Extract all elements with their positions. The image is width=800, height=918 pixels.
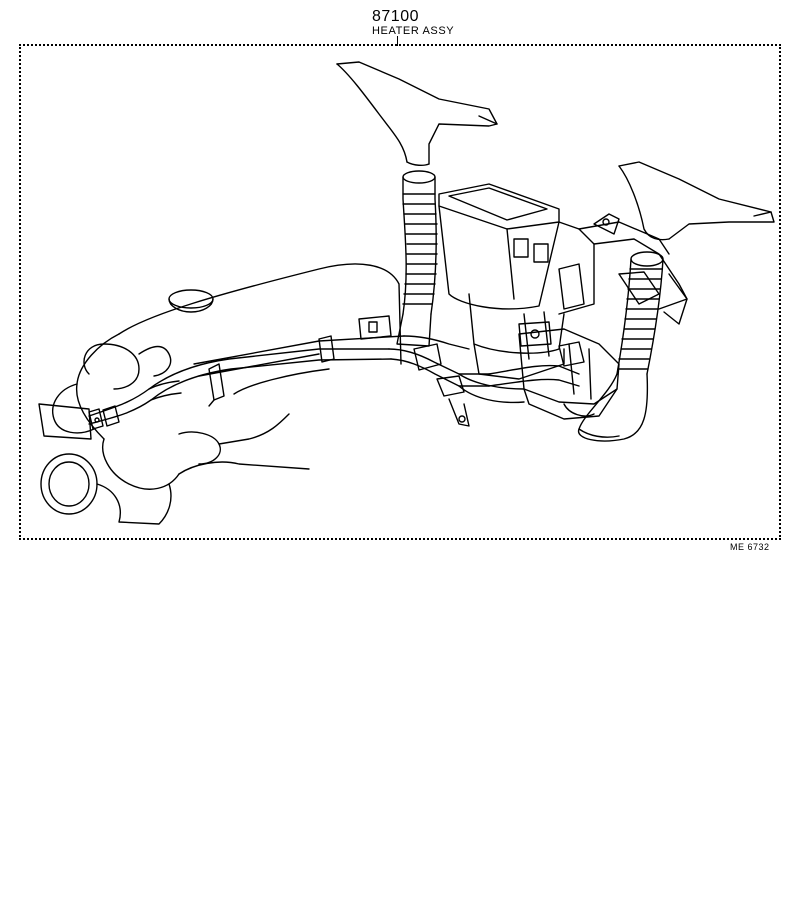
heater-assembly-illustration [19,44,781,540]
callout-leader-line [397,36,398,46]
diagram-frame [19,44,781,540]
pipe-fitting [89,406,119,429]
hose-clamps [209,316,584,426]
heater-unit-housing [439,184,687,379]
right-corrugated-duct [579,252,663,441]
right-defroster-duct [619,162,774,240]
engine-block [39,264,401,524]
blower-case [519,329,619,419]
left-corrugated-duct [397,171,437,346]
left-defroster-duct [337,62,497,165]
part-number-label: 87100 [372,8,419,25]
heater-water-pipes [89,336,579,424]
drawing-reference-code: ME 6732 [730,542,770,552]
part-name-label: HEATER ASSY [372,25,455,37]
